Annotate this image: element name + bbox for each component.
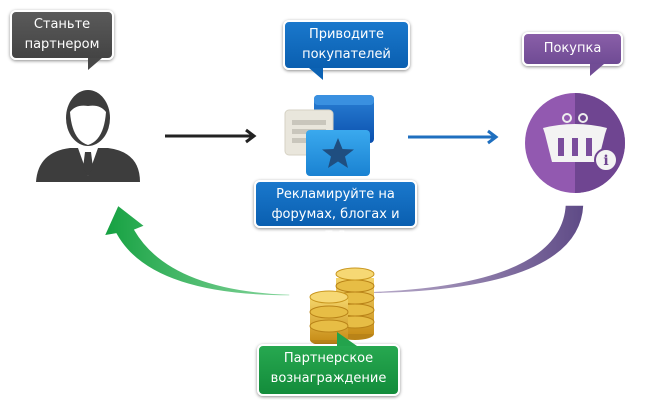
bring-customers-label: Приводите покупателей [302,27,391,62]
bubble-tail [88,58,102,70]
arrow-curve-green [102,203,291,297]
shopping-basket-icon: i [525,93,625,193]
purchase-label: Покупка [543,41,602,56]
bring-customers-bubble: Приводите покупателей [283,20,410,80]
bubble-tail [590,64,604,76]
arrow-right-blue [408,129,499,145]
become-partner-label: Станьте партнером [24,17,100,52]
person-icon [36,90,140,182]
arrow-curve-purple [339,204,585,295]
bubble-tail [337,332,357,346]
arrow-right-black [165,128,257,144]
become-partner-bubble: Станьте партнером [10,10,114,70]
svg-text:i: i [603,153,608,169]
advertise-label: Рекламируйте на форумах, блогах и т.д [271,187,400,242]
bubble-tail [309,68,323,80]
web-panels-icon [284,95,374,176]
advertise-bubble: Рекламируйте на форумах, блогах и т.д [254,180,417,242]
reward-bubble: Партнерское вознаграждение [257,332,400,396]
purchase-bubble: Покупка [522,32,623,76]
coins-icon [309,267,375,346]
reward-label: Партнерское вознаграждение [270,351,387,386]
